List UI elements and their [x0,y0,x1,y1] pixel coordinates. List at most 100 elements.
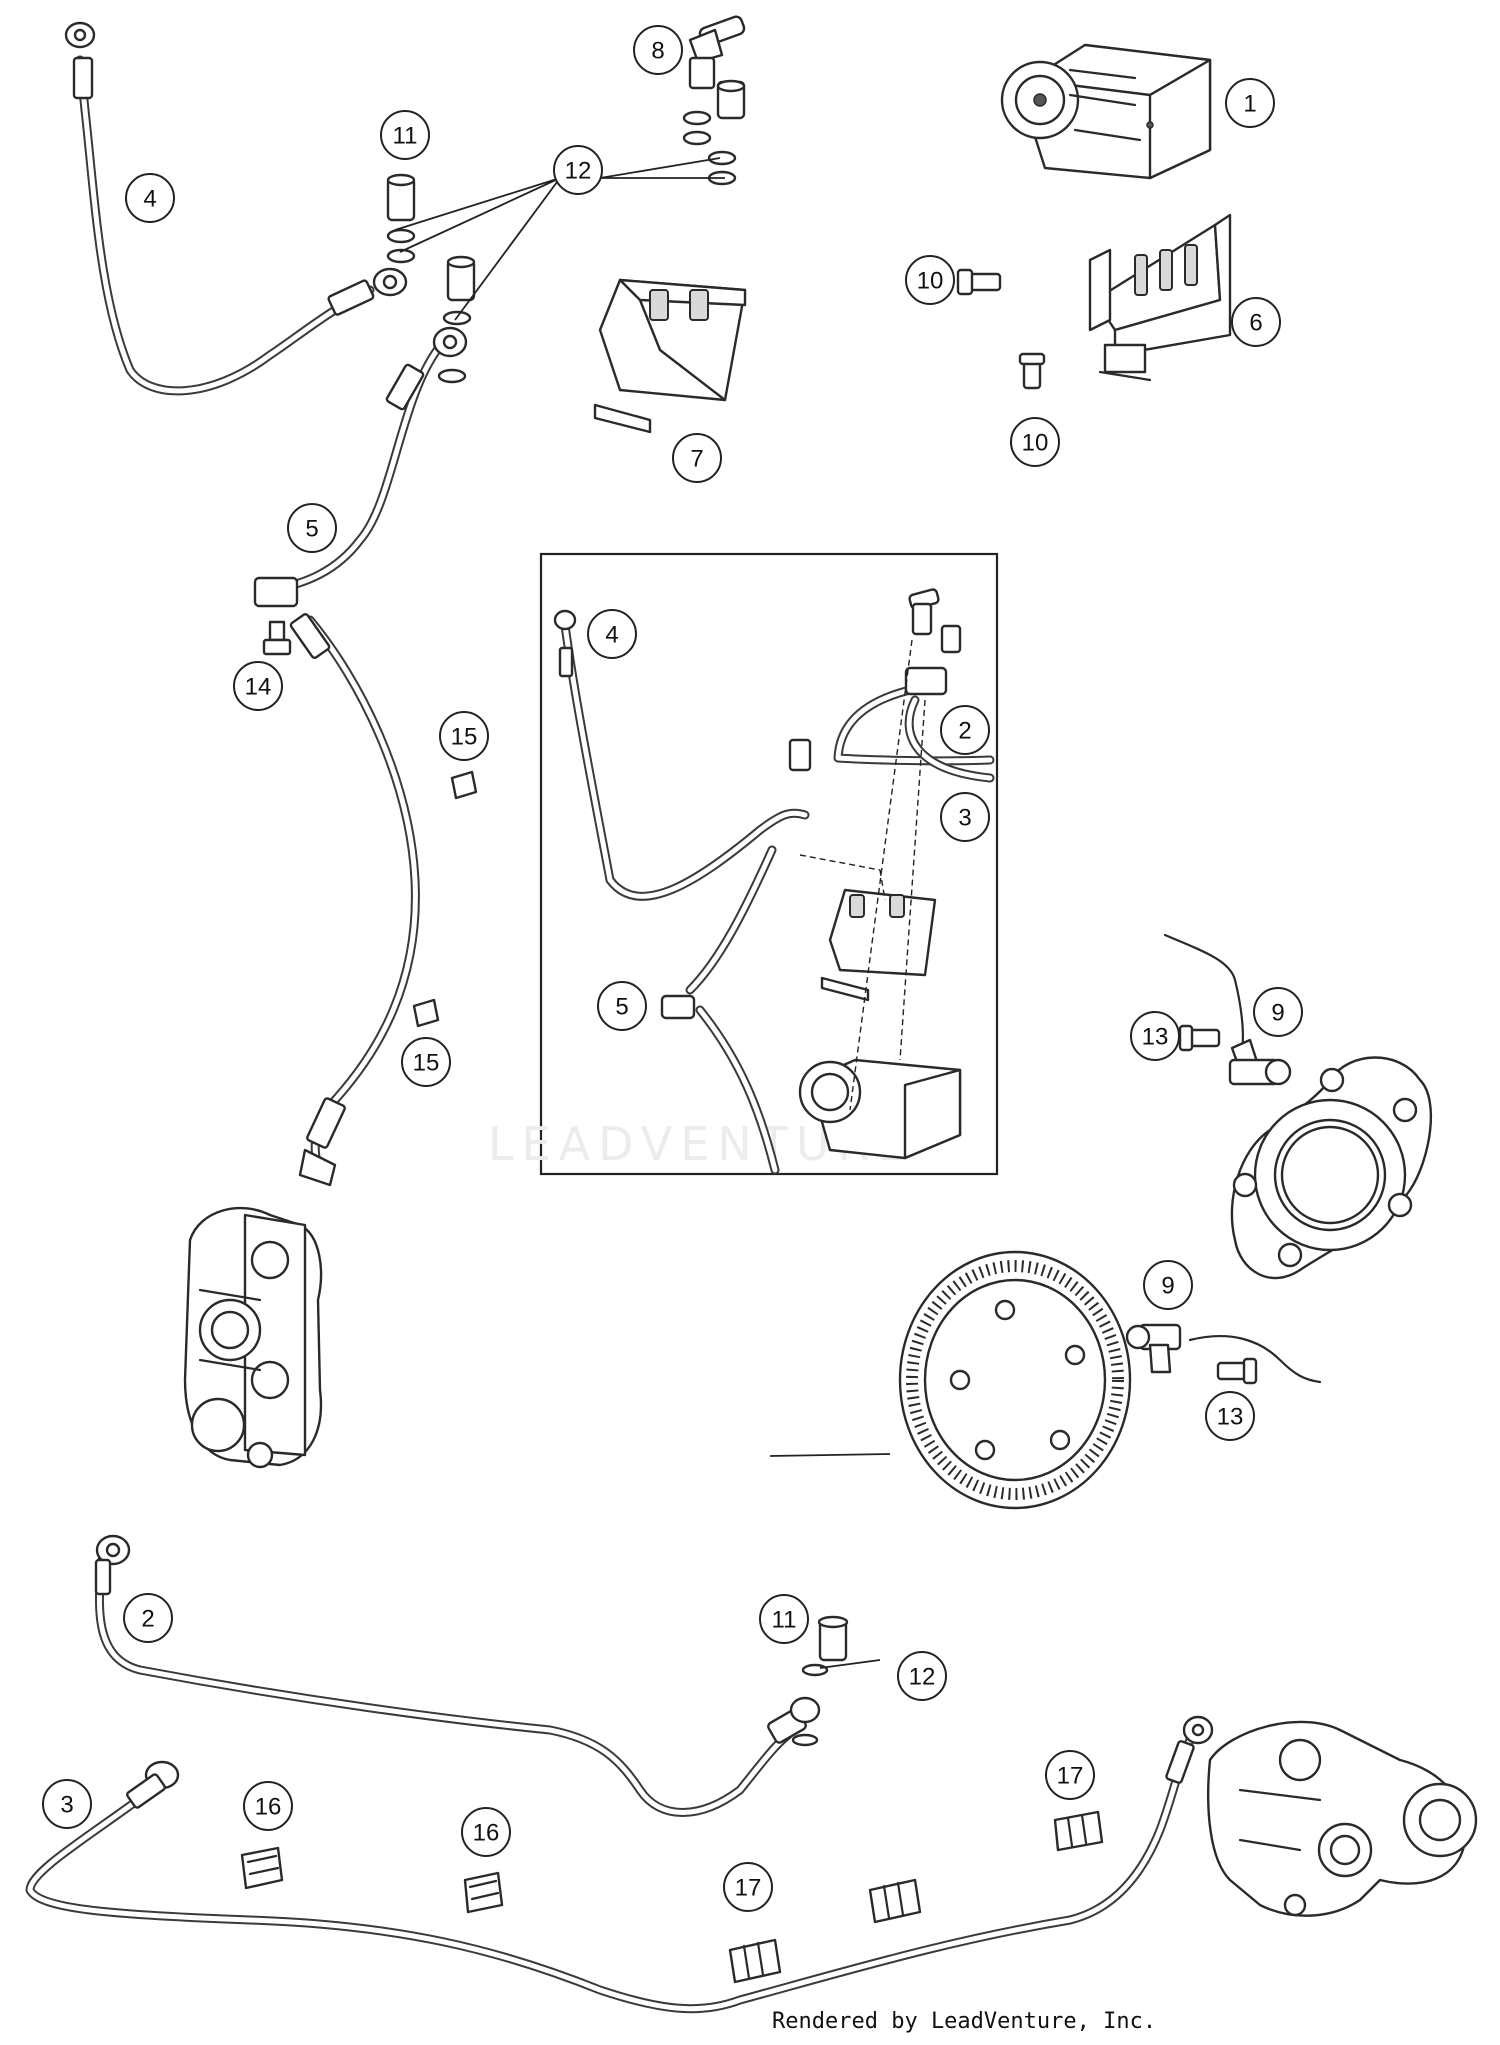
callout-circle [123,1593,173,1643]
callout-label: 2 [141,1606,154,1633]
callout-label: 11 [772,1607,797,1634]
brake-hose-3 [25,1715,1214,2014]
hose-clip-16 [240,1846,504,1914]
hose-clip-17 [728,1810,1104,1984]
callout-4: 4 [587,609,637,659]
callout-label: 5 [305,516,318,543]
banjo-bolt-14 [262,620,292,656]
callout-circle [287,503,337,553]
callout-circle [633,25,683,75]
callout-circle [1225,78,1275,128]
callout-16: 16 [461,1807,511,1857]
callout-12: 12 [897,1651,947,1701]
callout-14: 14 [233,661,283,711]
callout-circle [905,255,955,305]
callout-circle [597,981,647,1031]
hose-clip-15 [412,770,478,1028]
callout-5: 5 [597,981,647,1031]
abs-bracket-6 [1088,213,1232,382]
abs-sensor-9-top [1163,933,1292,1086]
abs-mount-7 [593,278,747,434]
fitting-8 [688,15,746,120]
callout-circle [940,705,990,755]
callout-label: 16 [473,1820,500,1847]
callout-label: 9 [1161,1273,1174,1300]
callout-circle [42,1779,92,1829]
callout-7: 7 [672,433,722,483]
bolt-10 [956,268,1046,390]
callout-label: 12 [565,158,592,185]
callout-circle [233,661,283,711]
abs-sensor-ring-front [1230,1056,1433,1280]
callout-label: 4 [143,186,156,213]
front-brake-caliper [183,1207,323,1469]
callout-circle [1205,1391,1255,1441]
callout-10: 10 [1010,417,1060,467]
callout-circle [1130,1011,1180,1061]
callout-circle [1143,1260,1193,1310]
bolt-11 [386,173,476,384]
callout-label: 10 [1022,430,1049,457]
callout-8: 8 [633,25,683,75]
callout-11: 11 [380,110,430,160]
callout-17: 17 [723,1862,773,1912]
abs-sensor-9-bottom [1125,1323,1322,1384]
callout-label: 12 [909,1664,936,1691]
callout-label: 16 [255,1794,282,1821]
callout-4: 4 [125,173,175,223]
abs-modulator-1 [1000,43,1212,180]
callout-circle [243,1781,293,1831]
brake-hose-4 [64,21,408,396]
callout-2: 2 [123,1593,173,1643]
callout-13: 13 [1205,1391,1255,1441]
callout-9: 9 [1253,987,1303,1037]
callout-circle [1253,987,1303,1037]
callout-label: 8 [651,38,664,65]
callout-circle [587,609,637,659]
callout-2: 2 [940,705,990,755]
callout-circle [1231,297,1281,347]
callout-label: 13 [1217,1404,1244,1431]
callout-label: 3 [958,805,971,832]
abs-tone-ring-rear [898,1250,1132,1510]
callout-3: 3 [42,1779,92,1829]
bolt-13-bottom [1216,1357,1258,1385]
callout-circle [461,1807,511,1857]
callout-15: 15 [401,1037,451,1087]
callout-11: 11 [759,1594,809,1644]
callout-label: 3 [60,1792,73,1819]
callout-9: 9 [1143,1260,1193,1310]
callout-label: 6 [1249,310,1262,337]
callout-label: 10 [917,268,944,295]
callout-circle [940,792,990,842]
callout-circle [439,711,489,761]
callout-circle [897,1651,947,1701]
callout-6: 6 [1231,297,1281,347]
callout-label: 9 [1271,1000,1284,1027]
overview-inset: LEADVENTURE [488,552,999,1176]
callout-17: 17 [1045,1750,1095,1800]
callout-label: 4 [605,622,618,649]
callout-3: 3 [940,792,990,842]
callout-label: 7 [690,446,703,473]
callout-5: 5 [287,503,337,553]
callout-circle [125,173,175,223]
callout-1: 1 [1225,78,1275,128]
callout-label: 2 [958,718,971,745]
rear-brake-caliper [1207,1720,1478,1917]
o-rings-12-top [682,110,737,186]
bolt-11-bottom [791,1615,849,1747]
callout-16: 16 [243,1781,293,1831]
callout-circle [723,1862,773,1912]
callout-label: 11 [393,123,418,150]
callout-10: 10 [905,255,955,305]
credit-text: Rendered by LeadVenture, Inc. [772,2009,1156,2034]
callout-label: 13 [1142,1024,1169,1051]
callout-label: 1 [1243,91,1256,118]
callout-label: 5 [615,994,628,1021]
callout-circle [553,145,603,195]
brake-hose-2 [94,1534,821,1817]
callout-circle [1010,417,1060,467]
